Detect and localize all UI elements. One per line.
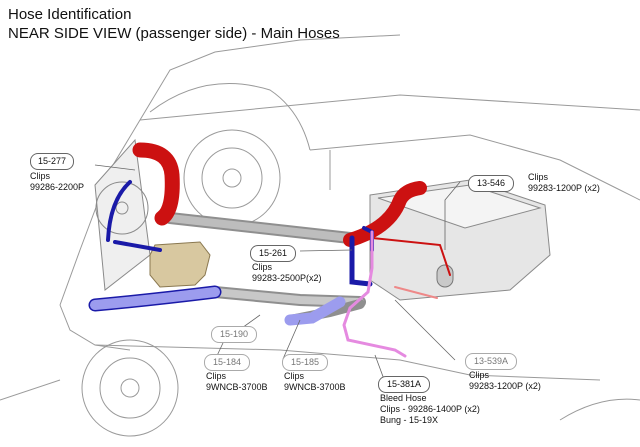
expansion-tank (149, 241, 211, 288)
bleed-hose (342, 230, 407, 358)
callout-line: 99283-1200P (x2) (528, 183, 600, 193)
callout-tag-15-261: 15-261 (250, 245, 296, 262)
callout-tag-15-184: 15-184 (204, 354, 250, 371)
callout-tag-13-539a: 13-539A (465, 353, 517, 370)
callout-tag-13-546: 13-546 (468, 175, 514, 192)
callout-tag-15-185: 15-185 (282, 354, 328, 371)
callout-line: Clips (528, 172, 549, 182)
vehicle-outline (0, 34, 640, 421)
callout-tag-15-381a: 15-381A (378, 376, 430, 393)
radiator (94, 138, 151, 291)
front-wheel (81, 339, 179, 437)
callout-tag-15-190: 15-190 (211, 326, 257, 343)
callout-text-15-185: Clips 9WNCB-3700B (284, 371, 346, 393)
callout-text-13-546: Clips 99283-1200P (x2) (528, 172, 600, 194)
callout-line: Clips (30, 171, 51, 181)
rear-wheel (183, 129, 281, 227)
cold-hoses (88, 180, 374, 326)
leader-lines (94, 164, 461, 383)
title-subtitle: NEAR SIDE VIEW (passenger side) - Main H… (8, 25, 340, 42)
callout-line: Clips (284, 371, 305, 381)
engine-block (369, 179, 551, 301)
callout-text-15-261: Clips 99283-2500P(x2) (252, 262, 322, 284)
callout-line: 9WNCB-3700B (206, 382, 268, 392)
callout-line: Bleed Hose (380, 393, 427, 403)
callout-line: 99286-2200P (30, 182, 85, 192)
callout-text-15-277: Clips 99286-2200P (30, 171, 84, 193)
callout-line: Clips (206, 371, 227, 381)
title-main: Hose Identification (8, 6, 132, 23)
callout-line: Bung - 15-19X (380, 415, 439, 425)
callout-line: 99283-1200P (x2) (469, 381, 541, 391)
callout-line: Clips (469, 370, 490, 380)
callout-line: Clips (252, 262, 273, 272)
callout-text-15-184: Clips 9WNCB-3700B (206, 371, 268, 393)
callout-text-13-539a: Clips 99283-1200P (x2) (469, 370, 541, 392)
callout-line: 9WNCB-3700B (284, 382, 346, 392)
callout-line: Clips - 99286-1400P (x2) (380, 404, 480, 414)
callout-line: 99283-2500P(x2) (252, 273, 322, 283)
callout-tag-15-277: 15-277 (30, 153, 74, 170)
callout-text-15-381a: Bleed Hose Clips - 99286-1400P (x2) Bung… (380, 393, 480, 426)
